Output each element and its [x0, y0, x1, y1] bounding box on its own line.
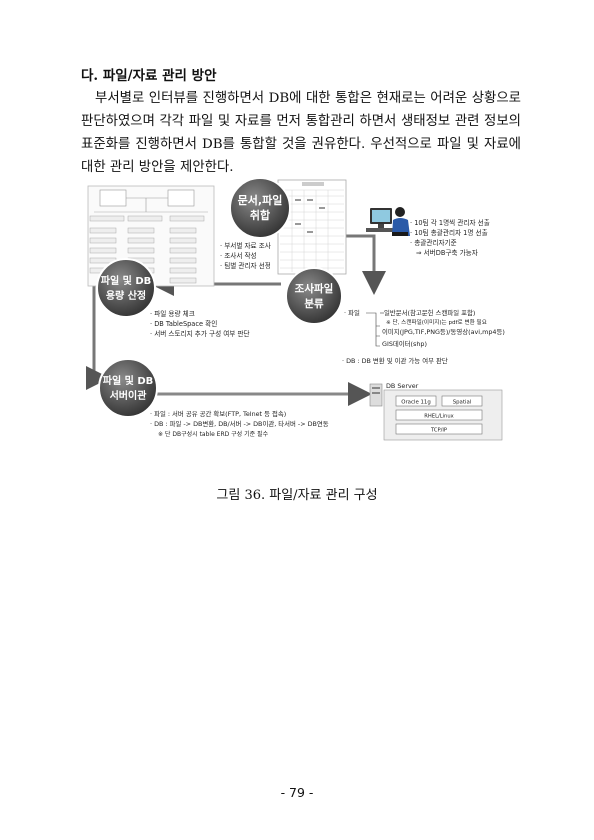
- circle-document-collection: 문서,파일 취합: [229, 177, 291, 239]
- capacity-notes: · 파일 용량 체크 · DB TableSpace 확인 · 서버 스토리지 …: [150, 309, 250, 338]
- svg-text:이미지(JPG,TIF,PNG등)/동영상(avi,mp4등: 이미지(JPG,TIF,PNG등)/동영상(avi,mp4등): [382, 327, 505, 336]
- svg-text:TCP/IP: TCP/IP: [430, 428, 447, 434]
- svg-text:· 파일 : 서버 공유 공간 확보(FTP, Telnet: · 파일 : 서버 공유 공간 확보(FTP, Telnet 등 접속): [150, 409, 286, 418]
- svg-text:· 부서별 자료 조사: · 부서별 자료 조사: [220, 241, 271, 250]
- svg-text:· DB : 파일 -> DB변환, DB/서버 -> DB: · DB : 파일 -> DB변환, DB/서버 -> DB이관, 타서버 ->…: [150, 419, 329, 428]
- svg-text:문서,파일: 문서,파일: [238, 193, 283, 207]
- person-at-computer-icon: [366, 207, 410, 236]
- svg-text:· DB : DB 변환 및 이관 가능 여부 판단: · DB : DB 변환 및 이관 가능 여부 판단: [342, 356, 448, 365]
- svg-text:Spatial: Spatial: [453, 400, 472, 406]
- svg-text:※ 단, 스캔파일(이미지)는 pdf로 변환 필요: ※ 단, 스캔파일(이미지)는 pdf로 변환 필요: [386, 318, 487, 326]
- svg-text:분류: 분류: [304, 297, 324, 310]
- manager-selection-notes: · 10팀 각 1명씩 관리자 선출 · 10팀 총괄관리자 1명 선출 · 총…: [410, 218, 490, 257]
- svg-text:일반문서(참고문헌 스캔파일 포함): 일반문서(참고문헌 스캔파일 포함): [384, 308, 475, 317]
- circle-capacity-estimation: 파일 및 DB 용량 산정: [96, 258, 156, 318]
- svg-text:· 조사서 작성: · 조사서 작성: [220, 251, 257, 260]
- svg-text:⇒ 서버DB구축 가능자: ⇒ 서버DB구축 가능자: [416, 248, 478, 257]
- svg-text:· 서버 스토리지 추가 구성 여부 판단: · 서버 스토리지 추가 구성 여부 판단: [150, 329, 250, 338]
- svg-text:파일 및 DB: 파일 및 DB: [103, 374, 154, 387]
- svg-text:· 10팀 각 1명씩 관리자 선출: · 10팀 각 1명씩 관리자 선출: [410, 218, 490, 227]
- svg-text:용량 산정: 용량 산정: [106, 289, 146, 302]
- svg-text:· 총괄관리자기준: · 총괄관리자기준: [410, 238, 457, 247]
- svg-text:※ 단 DB구성시 table ERD 구성 기준 필수: ※ 단 DB구성시 table ERD 구성 기준 필수: [158, 430, 269, 438]
- svg-text:파일 및 DB: 파일 및 DB: [101, 274, 152, 287]
- db-server: DB Server Oracle 11g Spatial RHEL/Linux …: [369, 382, 503, 441]
- body-paragraph: 부서별로 인터뷰를 진행하면서 DB에 대한 통합은 현재로는 어려운 상황으로…: [81, 91, 521, 175]
- survey-table-thumbnail: [277, 179, 347, 275]
- svg-text:서버이관: 서버이관: [110, 389, 148, 402]
- svg-text:· 10팀 총괄관리자 1명 선출: · 10팀 총괄관리자 1명 선출: [410, 228, 488, 237]
- svg-text:Oracle 11g: Oracle 11g: [401, 400, 431, 406]
- figure-caption: 그림 36. 파일/자료 관리 구성: [216, 488, 378, 503]
- circle-server-migration: 파일 및 DB 서버이관: [98, 358, 158, 418]
- svg-text:취합: 취합: [250, 208, 270, 222]
- svg-text:· 파일: · 파일: [344, 308, 360, 317]
- svg-text:조사파일: 조사파일: [295, 282, 334, 295]
- svg-text:· 팀별 관리자 선정: · 팀별 관리자 선정: [220, 261, 271, 270]
- svg-text:· 파일 용량 체크: · 파일 용량 체크: [150, 309, 195, 318]
- svg-text:RHEL/Linux: RHEL/Linux: [424, 414, 453, 420]
- migration-notes: · 파일 : 서버 공유 공간 확보(FTP, Telnet 등 접속) · D…: [150, 409, 329, 438]
- svg-text:· DB TableSpace 확인: · DB TableSpace 확인: [150, 319, 217, 328]
- collection-notes: · 부서별 자료 조사 · 조사서 작성 · 팀별 관리자 선정: [220, 241, 271, 270]
- circle-survey-classification: 조사파일 분류: [285, 267, 343, 325]
- file-type-notes: · 파일 일반문서(참고문헌 스캔파일 포함) ※ 단, 스캔파일(이미지)는 …: [342, 308, 505, 365]
- page-number: - 79 -: [280, 785, 314, 800]
- svg-text:GIS데이터(shp): GIS데이터(shp): [382, 339, 427, 348]
- org-chart-thumbnail: [87, 185, 215, 287]
- svg-text:DB Server: DB Server: [386, 382, 419, 390]
- section-heading: 다. 파일/자료 관리 방안: [81, 68, 217, 84]
- management-diagram: 문서,파일 취합 조사파일 분류 파일 및 DB 용량 산정 파일 및 DB 서…: [86, 177, 505, 441]
